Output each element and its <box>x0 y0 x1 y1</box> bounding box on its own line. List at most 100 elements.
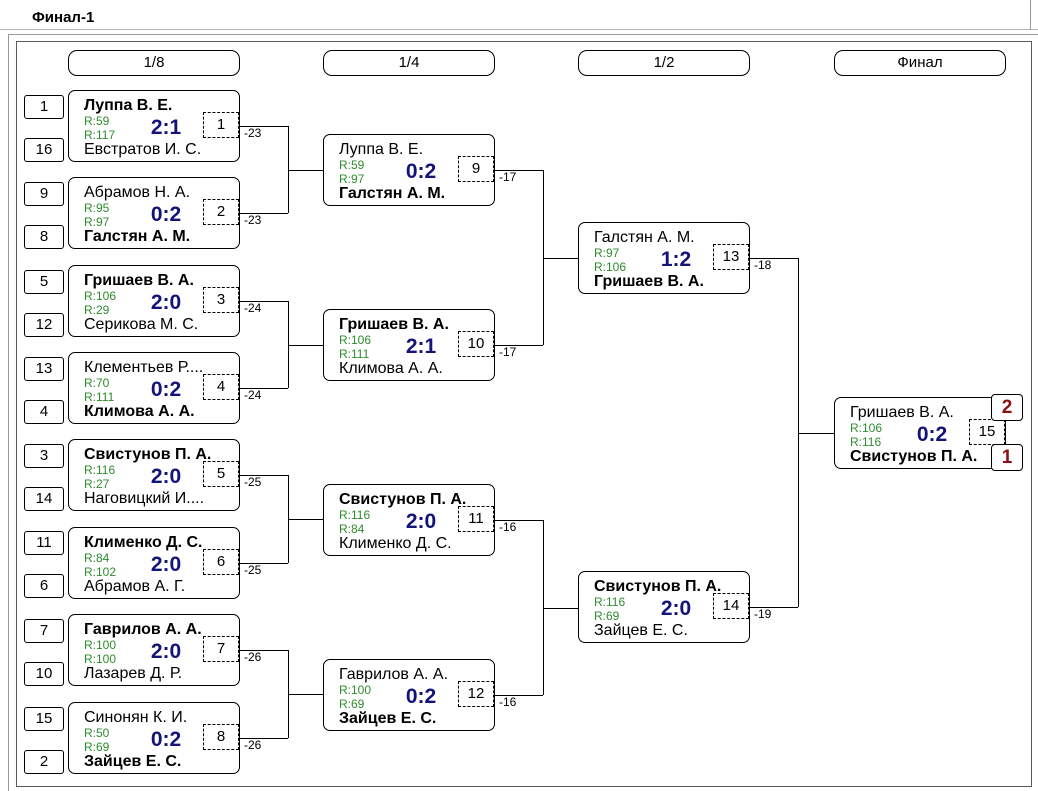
player-2-name: Серикова М. С. <box>84 316 199 333</box>
player-1-rating: R:70 <box>84 376 110 390</box>
player-1-name: Свистунов П. А. <box>339 491 467 508</box>
player-1-name: Гришаев В. А. <box>850 404 954 421</box>
seed-box: 8 <box>24 225 64 249</box>
player-1-name: Гаврилов А. А. <box>84 621 202 638</box>
seed-box: 16 <box>24 138 64 162</box>
player-1-name: Гришаев В. А. <box>339 316 449 333</box>
match-number: 12 <box>458 681 494 707</box>
outer-frame <box>8 34 1038 791</box>
match-number: 3 <box>203 287 239 313</box>
match-number: 5 <box>203 461 239 487</box>
match-number: 15 <box>969 419 1005 445</box>
player-1-rating: R:106 <box>850 421 883 435</box>
player-1-rating: R:116 <box>594 595 626 609</box>
player-2-rating: R:111 <box>84 390 115 404</box>
loser-destination: -17 <box>499 170 517 184</box>
window-title: Финал-1 <box>32 9 95 26</box>
player-1-rating: R:59 <box>339 158 365 172</box>
player-2-name: Климова А. А. <box>339 360 443 377</box>
seed-box: 7 <box>24 619 64 643</box>
match-score: 2:0 <box>150 465 182 488</box>
player-2-rating: R:97 <box>339 172 365 186</box>
player-1-rating: R:97 <box>594 246 620 260</box>
seed-box: 6 <box>24 574 64 598</box>
player-1-rating: R:106 <box>339 333 372 347</box>
loser-destination: -16 <box>499 520 517 534</box>
match-score: 2:0 <box>150 640 182 663</box>
loser-destination: -25 <box>244 475 262 489</box>
loser-destination: -23 <box>244 126 262 140</box>
player-2-name: Галстян А. М. <box>339 185 446 202</box>
match-number: 7 <box>203 636 239 662</box>
loser-destination: -16 <box>499 695 517 709</box>
round-header: 1/4 <box>323 50 495 76</box>
player-1-rating: R:116 <box>84 463 116 477</box>
match-number: 9 <box>458 156 494 182</box>
player-2-name: Галстян А. М. <box>84 228 191 245</box>
match-number: 6 <box>203 549 239 575</box>
player-1-rating: R:116 <box>339 508 371 522</box>
seed-box: 5 <box>24 270 64 294</box>
loser-destination: -24 <box>244 301 262 315</box>
bracket-panel <box>16 41 1032 787</box>
player-2-rating: R:29 <box>84 303 110 317</box>
player-1-name: Гаврилов А. А. <box>339 666 449 683</box>
match-score: 0:2 <box>150 378 182 401</box>
player-2-name: Климова А. А. <box>84 403 195 420</box>
match-score: 0:2 <box>150 728 182 751</box>
match-number: 11 <box>458 506 494 532</box>
player-1-name: Свистунов П. А. <box>84 446 212 463</box>
match-score: 0:2 <box>150 203 182 226</box>
seed-box: 14 <box>24 487 64 511</box>
player-1-rating: R:100 <box>339 683 372 697</box>
loser-destination: -24 <box>244 388 262 402</box>
player-2-rating: R:117 <box>84 128 116 142</box>
final-place-badge: 1 <box>991 444 1023 471</box>
player-1-rating: R:84 <box>84 551 110 565</box>
loser-destination: -25 <box>244 563 262 577</box>
player-2-rating: R:27 <box>84 477 110 491</box>
match-number: 4 <box>203 374 239 400</box>
match-score: 0:2 <box>405 160 437 183</box>
match-number: 10 <box>458 331 494 357</box>
match-number: 8 <box>203 724 239 750</box>
round-header: 1/2 <box>578 50 750 76</box>
player-2-rating: R:106 <box>594 260 627 274</box>
player-2-rating: R:84 <box>339 522 365 536</box>
round-header: Финал <box>834 50 1006 76</box>
player-2-rating: R:116 <box>850 435 882 449</box>
match-score: 2:0 <box>150 553 182 576</box>
player-1-name: Свистунов П. А. <box>594 578 722 595</box>
player-2-name: Зайцев Е. С. <box>594 622 688 639</box>
match-score: 2:1 <box>150 116 182 139</box>
player-2-name: Лазарев Д. Р. <box>84 665 183 682</box>
player-1-rating: R:59 <box>84 114 110 128</box>
player-1-name: Клементьев Р.... <box>84 359 204 376</box>
loser-destination: -19 <box>754 607 772 621</box>
player-1-name: Абрамов Н. А. <box>84 184 191 201</box>
player-1-name: Луппа В. Е. <box>84 97 173 114</box>
seed-box: 10 <box>24 662 64 686</box>
player-1-rating: R:100 <box>84 638 117 652</box>
player-2-name: Абрамов А. Г. <box>84 578 186 595</box>
match-score: 0:2 <box>405 685 437 708</box>
round-header: 1/8 <box>68 50 240 76</box>
player-2-name: Свистунов П. А. <box>850 448 978 465</box>
player-2-name: Евстратов И. С. <box>84 141 202 158</box>
seed-box: 1 <box>24 95 64 119</box>
